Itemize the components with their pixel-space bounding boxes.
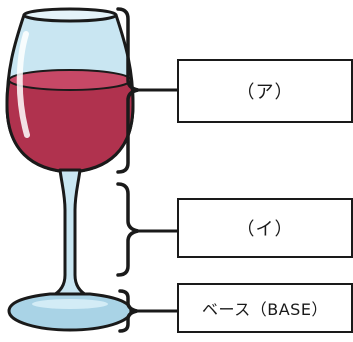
glass-highlight (16, 31, 30, 138)
label-box-a: （ア） (177, 59, 353, 123)
base-top-highlight (32, 299, 108, 309)
wine-surface (8, 69, 132, 91)
label-box-base: ベース（BASE） (177, 283, 353, 333)
glass-stem (50, 168, 90, 298)
label-box-i: （イ） (177, 198, 353, 258)
bracket-i (116, 182, 139, 277)
glass-rim (22, 7, 118, 23)
